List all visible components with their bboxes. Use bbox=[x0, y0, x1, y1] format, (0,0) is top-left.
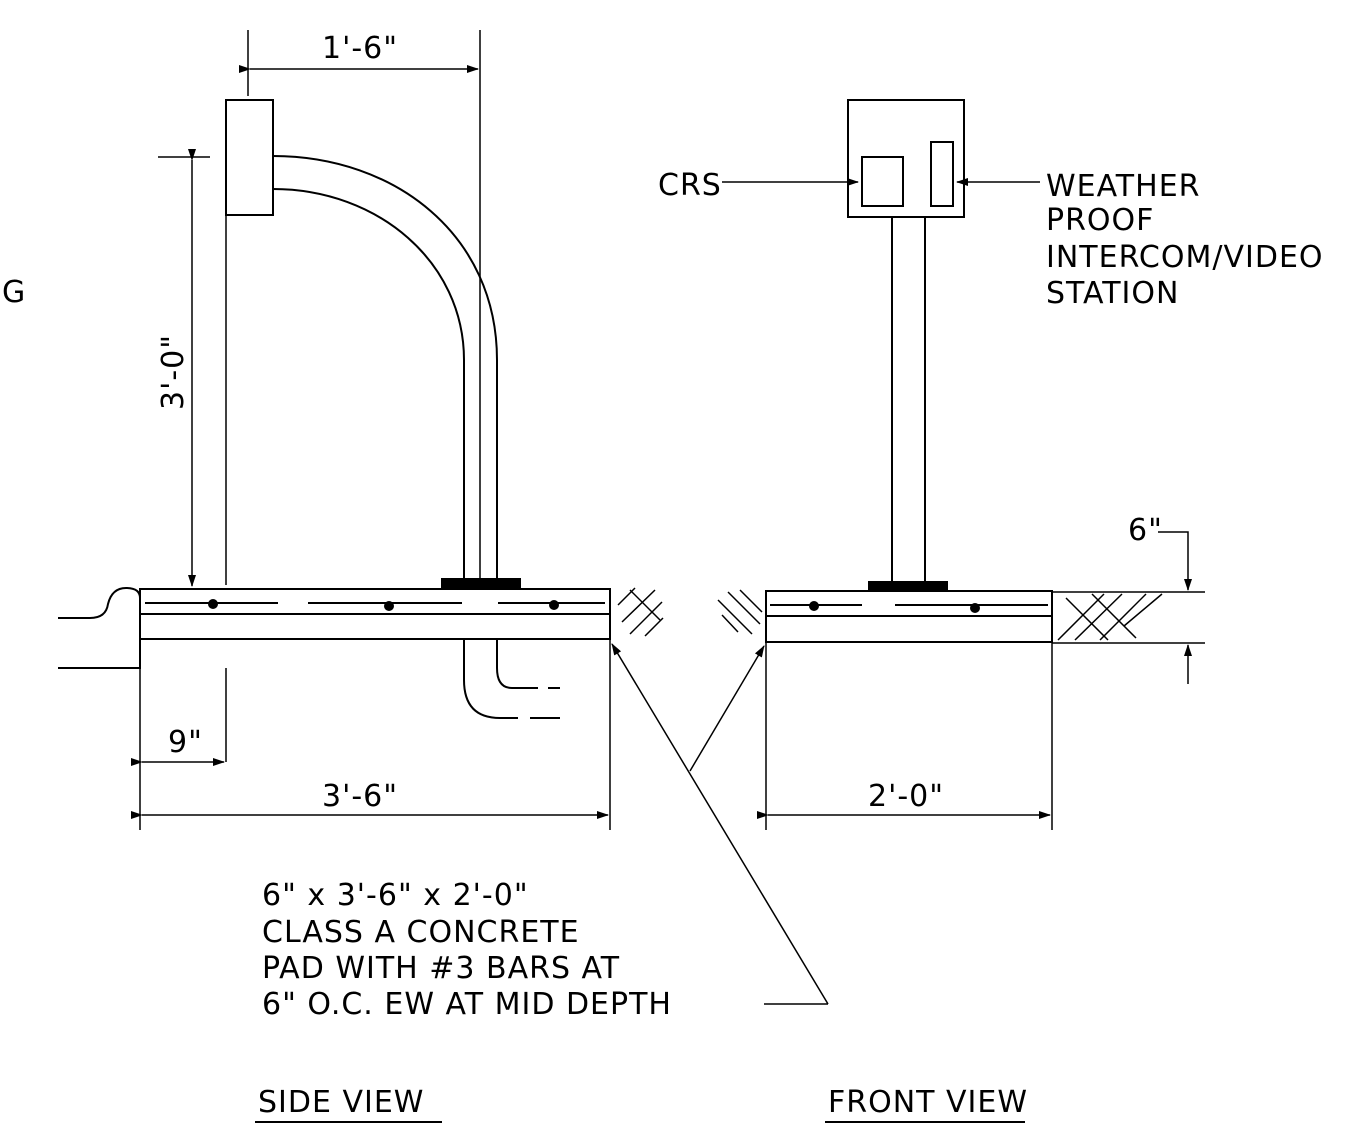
pad-note-line-4: 6" O.C. EW AT MID DEPTH bbox=[262, 987, 672, 1022]
front-rebar-1 bbox=[809, 601, 819, 611]
front-earth-hatch-right bbox=[1057, 593, 1163, 641]
side-dim-offset: 9" bbox=[168, 725, 203, 760]
station-label-3: INTERCOM/VIDEO bbox=[1046, 240, 1324, 275]
station-label-line-2: PROOF bbox=[1046, 203, 1154, 238]
front-station-cabinet bbox=[847, 99, 965, 218]
side-dim-height: 3'-0" bbox=[156, 334, 191, 410]
side-curb bbox=[58, 586, 141, 669]
side-base-plate bbox=[441, 578, 521, 588]
front-earth-hatch-left bbox=[717, 589, 763, 635]
front-dim-depth: 6" bbox=[1128, 513, 1163, 548]
front-view-title: FRONT VIEW bbox=[828, 1085, 1028, 1120]
front-depth-leader bbox=[1158, 531, 1192, 591]
pad-note-line-1: 6" x 3'-6" x 2'-0" bbox=[262, 878, 529, 913]
side-view-title: SIDE VIEW bbox=[258, 1085, 424, 1120]
station-label-line-3: INTERCOM/VIDEO bbox=[1046, 240, 1324, 275]
side-arm-outer bbox=[272, 155, 498, 588]
side-dim-top: 1'-6" bbox=[322, 31, 398, 66]
side-view: 1'-6" 3'-0" bbox=[58, 30, 664, 1123]
side-station-box bbox=[225, 99, 274, 216]
pad-note-line-3: PAD WITH #3 BARS AT bbox=[262, 951, 620, 986]
station-label: WEATHER bbox=[1046, 169, 1201, 204]
crs-label: CRS bbox=[658, 168, 722, 203]
station-label-line-1: WEATHER bbox=[1046, 169, 1201, 204]
station-label-line-4: STATION bbox=[1046, 276, 1179, 311]
intercom-video-device bbox=[930, 141, 954, 207]
pad-note-leader-main bbox=[611, 643, 829, 1005]
side-earth-hatch bbox=[617, 587, 664, 637]
side-rebar-2 bbox=[384, 601, 394, 611]
margin-mark: G bbox=[2, 275, 26, 310]
side-conduit-outer bbox=[463, 679, 518, 719]
station-label-2: PROOF bbox=[1046, 203, 1154, 238]
pad-note-leader-branch bbox=[689, 645, 765, 772]
front-base-plate bbox=[868, 581, 948, 591]
crs-device bbox=[861, 156, 904, 207]
pad-note-line-2: CLASS A CONCRETE bbox=[262, 915, 580, 950]
front-dim-base: 2'-0" bbox=[868, 779, 944, 814]
side-rebar-3 bbox=[549, 600, 559, 610]
front-rebar-2 bbox=[970, 603, 980, 613]
station-label-4: STATION bbox=[1046, 276, 1179, 311]
side-arm-inner bbox=[272, 188, 465, 588]
pad-note: 6" x 3'-6" x 2'-0" CLASS A CONCRETE PAD … bbox=[262, 643, 829, 1022]
front-view: CRS WEATHER PROOF INTERCOM/VIDEO STATION bbox=[658, 99, 1324, 1123]
side-dim-base: 3'-6" bbox=[322, 779, 398, 814]
side-rebar-1 bbox=[208, 599, 218, 609]
side-conduit-inner bbox=[496, 667, 538, 689]
